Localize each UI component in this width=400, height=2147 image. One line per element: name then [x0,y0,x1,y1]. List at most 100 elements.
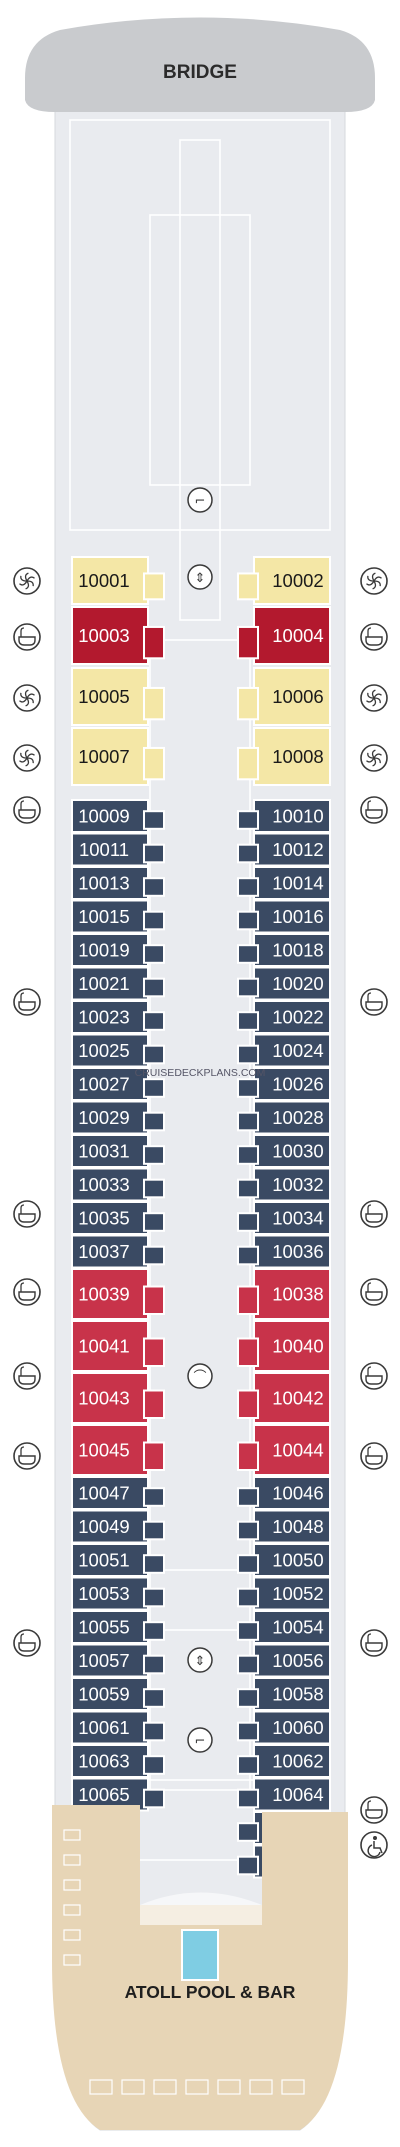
cabin-10051[interactable]: 10051 [71,1543,165,1577]
cabin-10020[interactable]: 10020 [237,966,331,1001]
cabin-10002[interactable]: 10002 [237,556,331,605]
cabin-number: 10007 [78,746,129,767]
cabin-10012[interactable]: 10012 [237,832,331,867]
cabin-10047[interactable]: 10047 [71,1476,165,1510]
cabin-10034[interactable]: 10034 [237,1201,331,1235]
cabin-number: 10058 [272,1684,323,1705]
cabin-10050[interactable]: 10050 [237,1543,331,1577]
cabin-10040[interactable]: 10040 [237,1320,331,1372]
cabin-10060[interactable]: 10060 [237,1710,331,1745]
cabin-10061[interactable]: 10061 [71,1710,165,1745]
cabin-10029[interactable]: 10029 [71,1100,165,1135]
port-cabin-icons [13,567,41,1657]
cabin-10009[interactable]: 10009 [71,799,165,833]
cabin-block [253,1777,331,1812]
cabin-10036[interactable]: 10036 [237,1234,331,1269]
cabin-10049[interactable]: 10049 [71,1509,165,1544]
watermark: CRUISEDECKPLANS.COM [135,1067,266,1079]
cabin-10041[interactable]: 10041 [71,1320,165,1372]
cabin-block [253,1610,331,1644]
cabin-number: 10019 [78,940,129,961]
cabin-10064[interactable]: 10064 [237,1777,331,1812]
cabin-10035[interactable]: 10035 [71,1201,165,1235]
cabin-10057[interactable]: 10057 [71,1643,165,1678]
cabin-10043[interactable]: 10043 [71,1372,165,1424]
cabin-bath-notch [237,625,259,660]
cabin-10044[interactable]: 10044 [237,1424,331,1476]
cabin-bath-notch [143,1654,165,1675]
cabin-10053[interactable]: 10053 [71,1576,165,1611]
cabin-10054[interactable]: 10054 [237,1610,331,1644]
cabin-10014[interactable]: 10014 [237,866,331,900]
cabin-number: 10039 [78,1284,129,1305]
cabin-10031[interactable]: 10031 [71,1134,165,1168]
cabin-bath-notch [237,1855,259,1876]
cabin-10026[interactable]: 10026 [237,1067,331,1101]
cabin-10042[interactable]: 10042 [237,1372,331,1424]
cabin-10028[interactable]: 10028 [237,1100,331,1135]
cabin-number: 10060 [272,1717,323,1738]
cabin-10063[interactable]: 10063 [71,1744,165,1778]
cabin-number: 10057 [78,1650,129,1671]
cabin-10015[interactable]: 10015 [71,899,165,934]
cabin-10052[interactable]: 10052 [237,1576,331,1611]
cabin-number: 10009 [78,806,129,827]
cabin-10048[interactable]: 10048 [237,1509,331,1544]
cabin-10059[interactable]: 10059 [71,1677,165,1711]
cabin-bath-notch [143,1788,165,1809]
cabin-number: 10050 [272,1550,323,1571]
cabin-bath-notch [237,1688,259,1708]
cabin-10033[interactable]: 10033 [71,1167,165,1202]
lounger [63,1904,81,1916]
cabin-10013[interactable]: 10013 [71,866,165,900]
cabin-bath-notch [237,746,259,781]
cabin-10055[interactable]: 10055 [71,1610,165,1644]
cabin-block [71,799,149,833]
cabin-number: 10046 [272,1483,323,1504]
cabin-bath-notch [237,1654,259,1675]
cabin-10022[interactable]: 10022 [237,1000,331,1034]
cabin-10038[interactable]: 10038 [237,1268,331,1320]
cabin-bath-notch [143,1044,165,1065]
cabin-10023[interactable]: 10023 [71,1000,165,1034]
cabin-10021[interactable]: 10021 [71,966,165,1001]
cabin-10019[interactable]: 10019 [71,933,165,967]
cabin-10011[interactable]: 10011 [71,832,165,867]
cabin-block [253,1100,331,1135]
cabin-10010[interactable]: 10010 [237,799,331,833]
cabin-block [71,1000,149,1034]
cabin-10016[interactable]: 10016 [237,899,331,934]
cabin-10062[interactable]: 10062 [237,1744,331,1778]
cabin-10007[interactable]: 10007 [71,727,165,786]
cabin-10032[interactable]: 10032 [237,1167,331,1202]
cabin-bath-notch [143,1212,165,1232]
cabin-10004[interactable]: 10004 [237,606,331,665]
cabin-10024[interactable]: 10024 [237,1033,331,1068]
cabin-10037[interactable]: 10037 [71,1234,165,1269]
bridge-label: BRIDGE [163,62,237,83]
cabin-10006[interactable]: 10006 [237,667,331,726]
cabin-10001[interactable]: 10001 [71,556,165,605]
bathtub-icon [13,623,41,651]
cabin-10045[interactable]: 10045 [71,1424,165,1476]
cabin-10046[interactable]: 10046 [237,1476,331,1510]
cabin-number: 10029 [78,1107,129,1128]
cabin-10056[interactable]: 10056 [237,1643,331,1678]
cabin-10018[interactable]: 10018 [237,933,331,967]
pool-deck [52,1805,348,2130]
cabin-10039[interactable]: 10039 [71,1268,165,1320]
cabin-10008[interactable]: 10008 [237,727,331,786]
cabin-10005[interactable]: 10005 [71,667,165,726]
cabin-10030[interactable]: 10030 [237,1134,331,1168]
cabin-bath-notch [143,1688,165,1708]
cabin-bath-notch [143,1554,165,1574]
cabin-10003[interactable]: 10003 [71,606,165,665]
cabin-10027[interactable]: 10027 [71,1067,165,1101]
bathtub-icon [13,796,41,824]
cabin-number: 10016 [272,906,323,927]
cabin-10025[interactable]: 10025 [71,1033,165,1068]
cabin-bath-notch [143,1337,165,1367]
cabin-10058[interactable]: 10058 [237,1677,331,1711]
interior-room [149,214,251,486]
